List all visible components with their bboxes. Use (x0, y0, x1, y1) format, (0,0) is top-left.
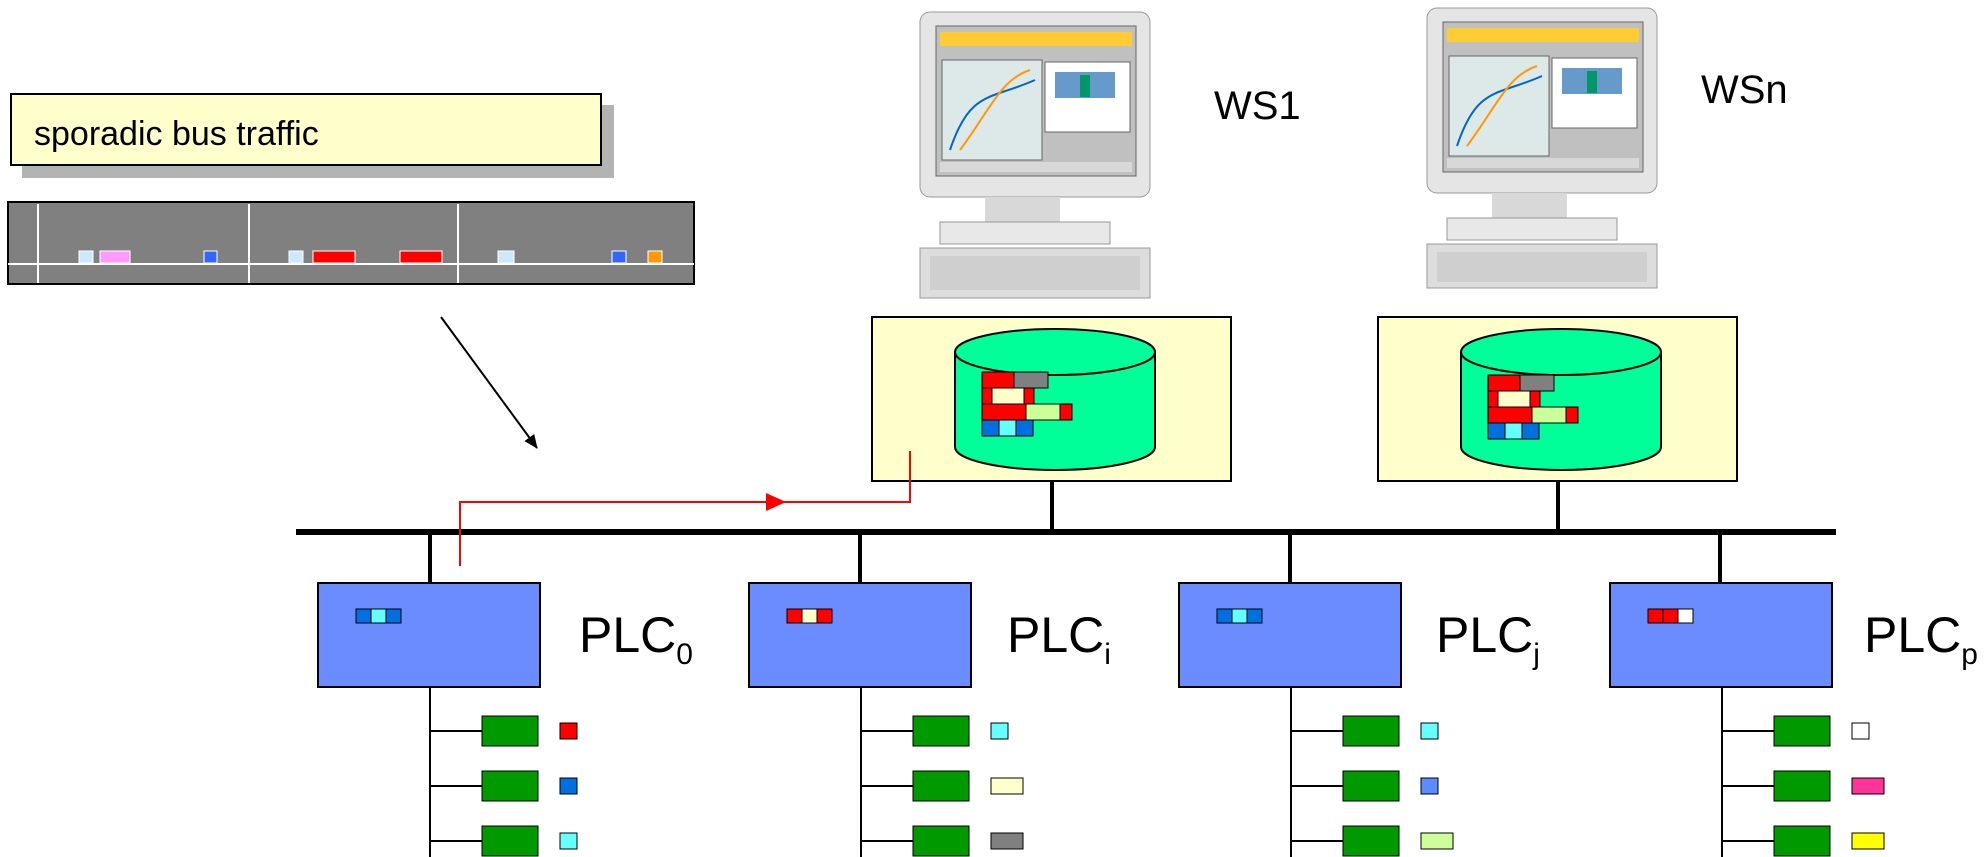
io-module (912, 715, 970, 747)
io-indicator (559, 777, 578, 795)
io-module (1773, 715, 1831, 747)
plc-box (317, 582, 541, 688)
plc-state-cell (786, 608, 803, 624)
traffic-frame (99, 250, 131, 264)
traffic-frame (399, 250, 443, 264)
io-module (1773, 825, 1831, 857)
traffic-frame (497, 250, 515, 264)
traffic-frame (312, 250, 356, 264)
traffic-frame (611, 250, 627, 264)
io-module (481, 715, 539, 747)
traffic-frame (647, 250, 663, 264)
io-indicator (559, 832, 578, 850)
io-indicator (990, 722, 1009, 740)
io-indicator (559, 722, 578, 740)
io-module (912, 825, 970, 857)
io-module (912, 770, 970, 802)
message-path (459, 451, 911, 566)
traffic-strip (7, 201, 695, 285)
io-indicator (990, 832, 1024, 850)
plc-layer (317, 582, 1885, 857)
workstation-label-ws1: WS1 (1214, 84, 1301, 128)
fieldbus (296, 481, 1836, 583)
io-module (481, 825, 539, 857)
workstation-label-wsn: WSn (1701, 68, 1788, 112)
traffic-title-box: sporadic bus traffic (10, 93, 602, 166)
plc-state-cell (1231, 608, 1248, 624)
plc-label-0: PLC0 (579, 607, 693, 671)
traffic-frame (78, 250, 94, 264)
io-indicator (1420, 832, 1454, 850)
plc-state-cell (370, 608, 387, 624)
io-module (1342, 770, 1400, 802)
plc-box (748, 582, 972, 688)
station-box (1377, 316, 1738, 482)
plc-state-cell (1677, 608, 1694, 624)
plc-state-cell (385, 608, 402, 624)
workstation-computer-icon (1426, 7, 1658, 289)
plc-label-i: PLCi (1007, 607, 1111, 671)
io-module (481, 770, 539, 802)
io-module (1342, 825, 1400, 857)
io-indicator (990, 777, 1024, 795)
traffic-title: sporadic bus traffic (34, 115, 319, 153)
io-module (1773, 770, 1831, 802)
traffic-frame (288, 250, 304, 264)
plc-state-cell (355, 608, 372, 624)
io-indicator (1420, 777, 1439, 795)
arrow-icon (440, 316, 538, 449)
plc-label-j: PLCj (1436, 607, 1540, 671)
plc-state-cell (801, 608, 818, 624)
io-indicator (1851, 832, 1885, 850)
plc-label-p: PLCp (1864, 607, 1978, 671)
plc-state-cell (816, 608, 833, 624)
io-indicator (1851, 777, 1885, 795)
io-indicator (1420, 722, 1439, 740)
plc-state-cell (1246, 608, 1263, 624)
plc-state-cell (1216, 608, 1233, 624)
plc-box (1178, 582, 1402, 688)
plc-box (1609, 582, 1833, 688)
plc-state-cell (1647, 608, 1664, 624)
io-module (1342, 715, 1400, 747)
traffic-frame (203, 250, 218, 264)
workstation-computer-icon (919, 11, 1151, 299)
plc-state-cell (1662, 608, 1679, 624)
station-box (871, 316, 1232, 482)
io-indicator (1851, 722, 1870, 740)
